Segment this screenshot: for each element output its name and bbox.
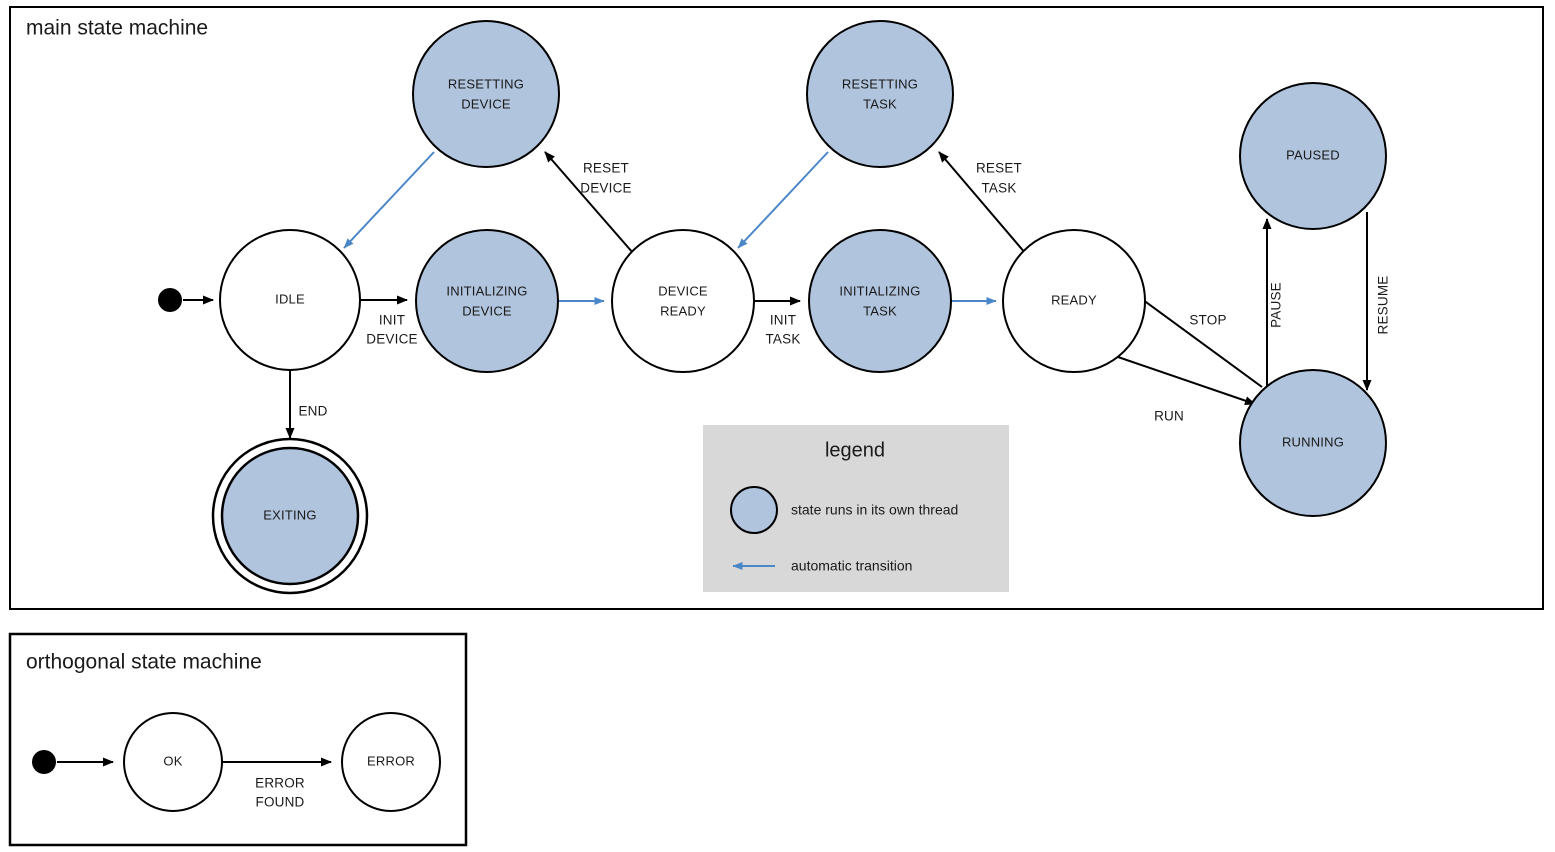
- state-circle[interactable]: [123, 712, 223, 812]
- initial-state-dot: [158, 288, 182, 312]
- state-circle[interactable]: [219, 229, 361, 371]
- state-label: PAUSED: [1286, 147, 1340, 162]
- transition-idle-init-device: INIT DEVICE: [360, 295, 418, 347]
- main-transitions: INIT DEVICE END RESET DEVICE INIT TASK: [183, 151, 1391, 439]
- state-circle[interactable]: [412, 20, 560, 168]
- transition-label-line1: PAUSE: [1269, 282, 1284, 328]
- transition-label-line1: RESET: [976, 161, 1022, 176]
- legend: legend state runs in its own thread auto…: [703, 425, 1009, 592]
- main-states: IDLE RESETTING DEVICE INITIALIZING DEVIC…: [158, 20, 1387, 595]
- state-circle[interactable]: [806, 20, 954, 168]
- transition-label-line1: INIT: [379, 313, 405, 328]
- state-circle[interactable]: [1239, 369, 1387, 517]
- state-running[interactable]: RUNNING: [1239, 369, 1387, 517]
- transition-label-line1: RESET: [583, 161, 629, 176]
- transition-label-line1: ERROR: [255, 776, 305, 791]
- state-resetting-task[interactable]: RESETTING TASK: [806, 20, 954, 168]
- state-label: OK: [163, 753, 182, 768]
- transition-label-line2: TASK: [981, 181, 1016, 196]
- state-ready[interactable]: READY: [1002, 229, 1146, 373]
- main-box-title: main state machine: [26, 17, 208, 40]
- transition-label-line1: RESUME: [1376, 276, 1391, 335]
- state-initializing-task[interactable]: INITIALIZING TASK: [808, 229, 952, 373]
- legend-item-label: automatic transition: [791, 558, 912, 574]
- state-circle[interactable]: [220, 446, 360, 586]
- state-resetting-device[interactable]: RESETTING DEVICE: [412, 20, 560, 168]
- state-circle[interactable]: [1002, 229, 1146, 373]
- transition-label-line1: STOP: [1189, 313, 1226, 328]
- legend-item-threaded-state: state runs in its own thread: [730, 486, 958, 534]
- state-idle[interactable]: IDLE: [219, 229, 361, 371]
- legend-item-auto-transition: automatic transition: [732, 558, 912, 574]
- initial-state-dot: [32, 750, 56, 774]
- transition-idle-end: END: [285, 370, 327, 439]
- state-paused[interactable]: PAUSED: [1239, 82, 1387, 230]
- state-label-line2: DEVICE: [461, 96, 511, 111]
- transition-deviceready-init-task: INIT TASK: [755, 296, 801, 347]
- state-label-line1: RESETTING: [842, 76, 918, 91]
- orthogonal-transitions: ERROR FOUND: [57, 757, 332, 810]
- transition-label-line2: FOUND: [256, 795, 305, 810]
- transition-resettask-to-deviceready: [737, 151, 829, 249]
- state-label: ERROR: [367, 753, 415, 768]
- transition-label-line1: INIT: [770, 313, 796, 328]
- state-label-line1: INITIALIZING: [839, 283, 920, 298]
- state-label: IDLE: [275, 291, 305, 306]
- state-label: RUNNING: [1282, 434, 1344, 449]
- transition-label-line2: DEVICE: [580, 181, 631, 196]
- state-label-line2: TASK: [863, 96, 897, 111]
- state-exiting[interactable]: EXITING: [211, 437, 369, 595]
- legend-item-label: state runs in its own thread: [791, 502, 958, 518]
- transition-label-line1: END: [298, 404, 327, 419]
- state-device-ready[interactable]: DEVICE READY: [611, 229, 755, 373]
- transition-ready-run: RUN: [1117, 356, 1256, 424]
- state-error[interactable]: ERROR: [341, 712, 441, 812]
- state-circle[interactable]: [1239, 82, 1387, 230]
- transition-label-line1: RUN: [1154, 409, 1184, 424]
- orthogonal-state-machine-box: orthogonal state machine ERROR FOUND OK …: [8, 632, 468, 847]
- transition-label-line2: TASK: [765, 332, 800, 347]
- state-circle[interactable]: [415, 229, 559, 373]
- transition-ready-reset-task: RESET TASK: [938, 151, 1027, 255]
- legend-title: legend: [825, 439, 885, 461]
- state-label-line2: DEVICE: [462, 303, 512, 318]
- orthogonal-box-title: orthogonal state machine: [26, 651, 262, 674]
- transition-deviceready-reset-device: RESET DEVICE: [544, 151, 634, 254]
- state-label: READY: [1051, 292, 1097, 307]
- transition-resetdevice-to-idle: [343, 151, 435, 249]
- state-circle[interactable]: [341, 712, 441, 812]
- state-circle[interactable]: [611, 229, 755, 373]
- state-initializing-device[interactable]: INITIALIZING DEVICE: [415, 229, 559, 373]
- state-label-line2: TASK: [863, 303, 897, 318]
- state-label: EXITING: [263, 507, 316, 522]
- transition-running-stop: STOP: [1134, 293, 1263, 388]
- transition-running-pause: PAUSE: [1262, 218, 1284, 400]
- state-circle[interactable]: [808, 229, 952, 373]
- threaded-state-swatch-icon: [730, 486, 778, 534]
- transition-label-line2: DEVICE: [366, 332, 417, 347]
- transition-paused-resume: RESUME: [1362, 212, 1391, 391]
- state-label-line1: RESETTING: [448, 76, 524, 91]
- state-ok[interactable]: OK: [123, 712, 223, 812]
- transition-ok-error-found: ERROR FOUND: [222, 757, 332, 810]
- state-label-line1: DEVICE: [658, 283, 708, 298]
- state-label-line2: READY: [660, 303, 706, 318]
- state-label-line1: INITIALIZING: [446, 283, 527, 298]
